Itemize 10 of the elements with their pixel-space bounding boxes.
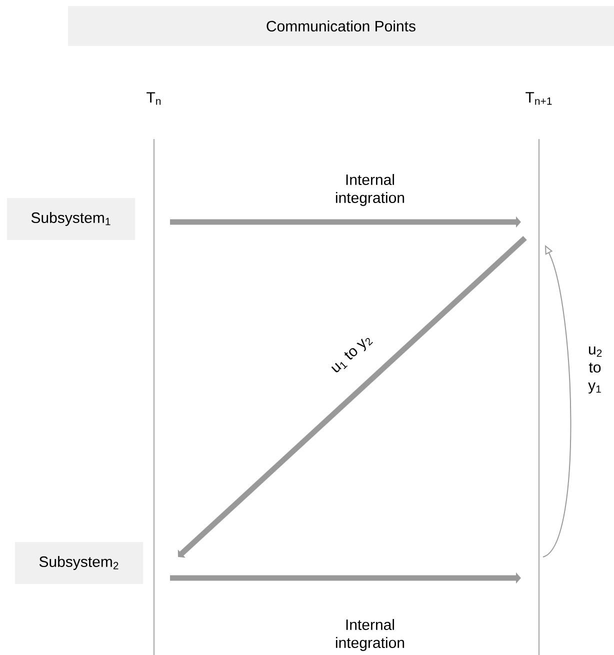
- edge-label: Internal integration: [336, 619, 404, 651]
- subsystem-box: Subsystem$_{2}$: [15, 542, 143, 584]
- edge-label: u$_{1}$ to y$_{2}$: [331, 338, 373, 372]
- edge-label: u$_{2}$ to y$_{1}$: [588, 346, 602, 394]
- timeline: T$_{n+1}$: [526, 92, 552, 655]
- timeline: T$_{n}$: [146, 92, 161, 655]
- edge-label: Internal integration: [336, 174, 404, 206]
- title-band: Communication Points: [68, 6, 614, 46]
- arrow: [178, 236, 527, 558]
- subsystem-box: Subsystem$_{1}$: [7, 198, 135, 240]
